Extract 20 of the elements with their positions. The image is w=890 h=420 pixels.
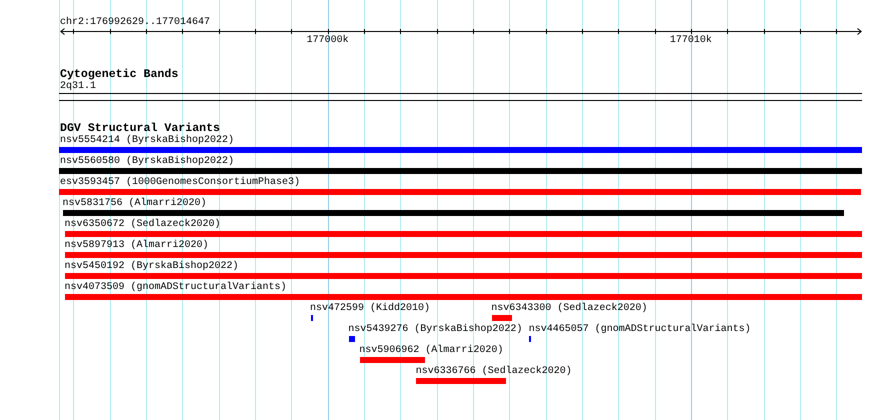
tick-label: 177010k xyxy=(670,35,712,46)
variant-label: nsv5897913 (Almarri2020) xyxy=(64,240,209,251)
variant-label: nsv6336766 (Sedlazeck2020) xyxy=(416,366,572,377)
variant-label: nsv6343300 (Sedlazeck2020) xyxy=(491,302,648,314)
variant-label: esv3593457 (1000GenomesConsortiumPhase3) xyxy=(60,176,300,188)
variant-label: nsv5554214 (ByrskaBishop2022) xyxy=(60,134,234,146)
variant-label: nsv5450192 (ByrskaBishop2022) xyxy=(64,260,239,272)
track-heading: DGV Structural Variants xyxy=(60,122,220,136)
variant-label: nsv4465057 (gnomADStructuralVariants) xyxy=(528,324,751,335)
variant-label: nsv5560580 (ByrskaBishop2022) xyxy=(60,156,234,167)
band-label: 2q31.1 xyxy=(60,80,96,92)
track-heading: Cytogenetic Bands xyxy=(60,68,178,81)
variant-label: nsv4073509 (gnomADStructuralVariants) xyxy=(64,282,287,293)
variant-label: nsv5439276 (ByrskaBishop2022) xyxy=(348,324,522,335)
variant-label: nsv5831756 (Almarri2020) xyxy=(62,198,207,209)
tick-label: 177000k xyxy=(306,35,349,46)
variant-label: nsv6350672 (Sedlazeck2020) xyxy=(64,218,221,230)
variant-label: nsv472599 (Kidd2010) xyxy=(310,302,430,314)
region-label: chr2:176992629..177014647 xyxy=(60,16,210,28)
variant-label: nsv5906962 (Almarri2020) xyxy=(359,344,504,356)
